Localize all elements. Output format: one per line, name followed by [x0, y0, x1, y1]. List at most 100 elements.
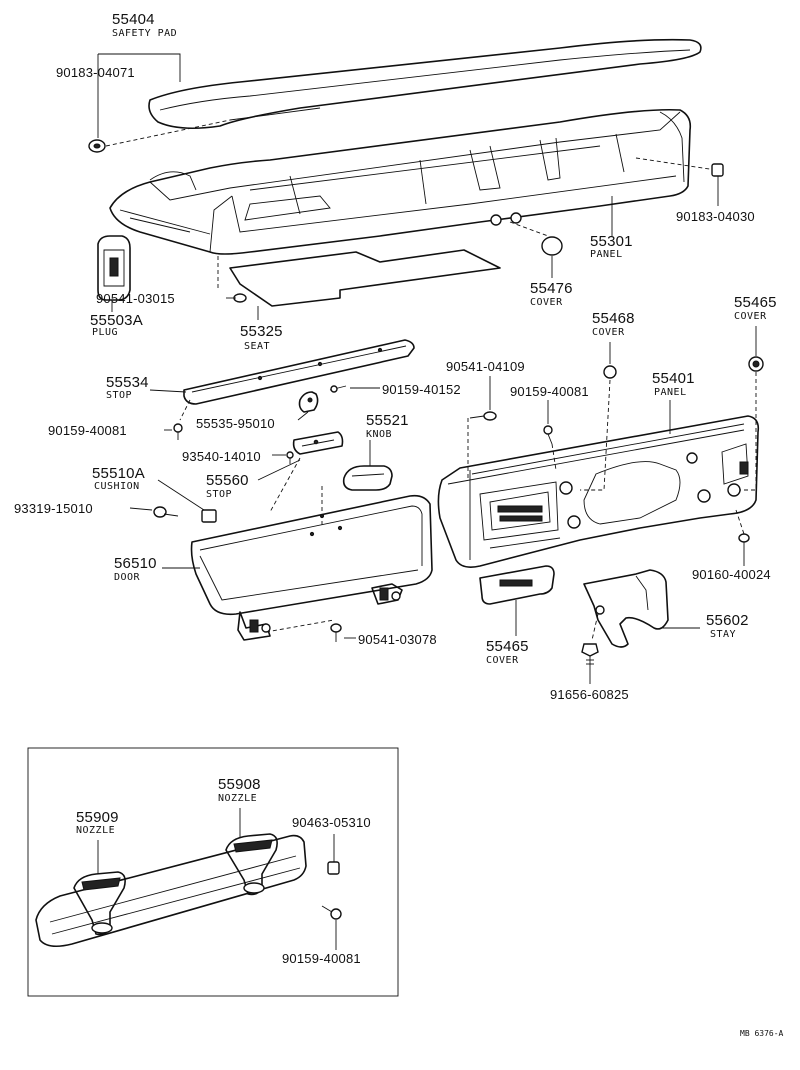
label-55510A-number: 55510A — [92, 465, 145, 482]
label-90159-40081-b: 90159-40081 — [510, 384, 589, 399]
label-55521-number: 55521 — [366, 412, 409, 429]
label-90159-40081-a: 90159-40081 — [48, 423, 127, 438]
plug-55503A-drawing — [97, 235, 131, 301]
label-55510A-name: CUSHION — [94, 481, 140, 492]
door-56510-drawing — [190, 494, 433, 616]
label-55404-number: 55404 — [112, 11, 155, 28]
safety-pad-drawing — [148, 38, 702, 130]
leader-55465-top-dash — [740, 372, 757, 491]
leader-90541-03078-dash — [265, 619, 335, 633]
leader-90183-04071-dash — [105, 119, 231, 147]
label-55503A-number: 55503A — [90, 312, 143, 329]
leader-55560-dash — [269, 457, 301, 513]
diagram-code: MB 6376-A — [740, 1029, 784, 1038]
cover-55476-drawing — [541, 236, 563, 256]
label-55468-name: COVER — [592, 327, 625, 338]
label-55401-number: 55401 — [652, 370, 695, 387]
label-55465-top-number: 55465 — [734, 294, 777, 311]
label-55560-number: 55560 — [206, 472, 249, 489]
label-90159-40152: 90159-40152 — [382, 382, 461, 397]
label-55465-bottom-name: COVER — [486, 655, 519, 666]
label-55476-number: 55476 — [530, 280, 573, 297]
leader-91656-dash — [591, 613, 599, 641]
label-55401-name: PANEL — [654, 387, 687, 398]
screw-90160-40024-drawing — [738, 533, 750, 552]
label-90183-04030: 90183-04030 — [676, 209, 755, 224]
hinge-left-drawing — [237, 611, 271, 641]
leader-90183-04030-dash — [635, 157, 717, 171]
stop-55560-drawing — [292, 431, 344, 455]
leader-90159-40081-b-dash — [551, 443, 557, 471]
label-90463-05310: 90463-05310 — [292, 815, 371, 830]
cover-55465-bottom-drawing — [479, 565, 555, 605]
label-56510-number: 56510 — [114, 555, 157, 572]
screw-93319-15010-drawing — [153, 506, 179, 518]
leader-55534 — [149, 389, 187, 393]
screw-90159-40152-drawing — [329, 385, 347, 393]
leader-55535 — [297, 411, 309, 421]
nozzle-55909-drawing — [73, 871, 126, 936]
leader-90160-dash — [735, 509, 745, 535]
label-91656: 91656-60825 — [550, 687, 629, 702]
label-90183-04071: 90183-04071 — [56, 65, 135, 80]
stop-55534-drawing — [183, 339, 415, 405]
cover-55468-drawing — [603, 365, 617, 379]
label-55534-number: 55534 — [106, 374, 149, 391]
label-55535: 55535-95010 — [196, 416, 275, 431]
label-55908-name: NOZZLE — [218, 793, 258, 804]
label-55909-name: NOZZLE — [76, 825, 116, 836]
clip-90183-04071-drawing — [88, 139, 106, 153]
leader-55404 — [98, 53, 181, 82]
leader-93319 — [129, 507, 153, 511]
label-55909-number: 55909 — [76, 809, 119, 826]
leader-90159-40081-a-dash — [179, 399, 191, 421]
seat-55325-drawing — [229, 249, 501, 307]
screw-90159-40081-b-drawing — [543, 425, 553, 445]
panel-55301-drawing — [109, 108, 692, 255]
label-93540: 93540-14010 — [182, 449, 261, 464]
bracket-55535-drawing — [298, 391, 319, 413]
clip-90183-04030-drawing — [711, 163, 724, 177]
label-55503A-name: PLUG — [92, 327, 119, 338]
label-56510-name: DOOR — [114, 572, 141, 583]
label-90160-40024: 90160-40024 — [692, 567, 771, 582]
screw-90541-03078-drawing — [330, 623, 342, 642]
knob-55521-drawing — [342, 465, 393, 491]
label-90541-03015: 90541-03015 — [96, 291, 175, 306]
nozzle-55908-drawing — [225, 833, 278, 896]
label-55465-top-name: COVER — [734, 311, 767, 322]
label-55325-name: SEAT — [244, 341, 271, 352]
label-55908-number: 55908 — [218, 776, 261, 793]
label-55602-name: STAY — [710, 629, 737, 640]
cover-55465-top-drawing — [748, 356, 764, 372]
label-55476-name: COVER — [530, 297, 563, 308]
panel-55401-drawing — [437, 415, 760, 568]
label-90541-04109: 90541-04109 — [446, 359, 525, 374]
leader-55476-dash — [509, 221, 549, 237]
label-55325-number: 55325 — [240, 323, 283, 340]
stay-55602-drawing — [583, 569, 669, 648]
cushion-55510A-drawing — [201, 509, 217, 523]
leader-55560 — [257, 459, 301, 481]
leader-55510A — [157, 479, 205, 511]
label-55301-name: PANEL — [590, 249, 623, 260]
clip-90463-05310-drawing — [327, 861, 340, 875]
label-90159-40081-c: 90159-40081 — [282, 951, 361, 966]
screw-93540-14010-drawing — [286, 451, 294, 464]
label-90541-03078: 90541-03078 — [358, 632, 437, 647]
label-55404-name: SAFETY PAD — [112, 28, 178, 39]
label-55521-name: KNOB — [366, 429, 393, 440]
screw-90159-40081-c-drawing — [321, 905, 342, 920]
label-55465-bottom-number: 55465 — [486, 638, 529, 655]
screw-90159-40081-a-drawing — [173, 423, 183, 440]
label-93319: 93319-15010 — [14, 501, 93, 516]
label-55301-number: 55301 — [590, 233, 633, 250]
label-55602-number: 55602 — [706, 612, 749, 629]
label-55534-name: STOP — [106, 390, 133, 401]
leader-55468-dash — [580, 379, 611, 491]
label-55468-number: 55468 — [592, 310, 635, 327]
inset-frame — [27, 747, 399, 997]
hinge-right-drawing — [371, 583, 403, 605]
bolt-91656-60825-drawing — [581, 643, 599, 668]
